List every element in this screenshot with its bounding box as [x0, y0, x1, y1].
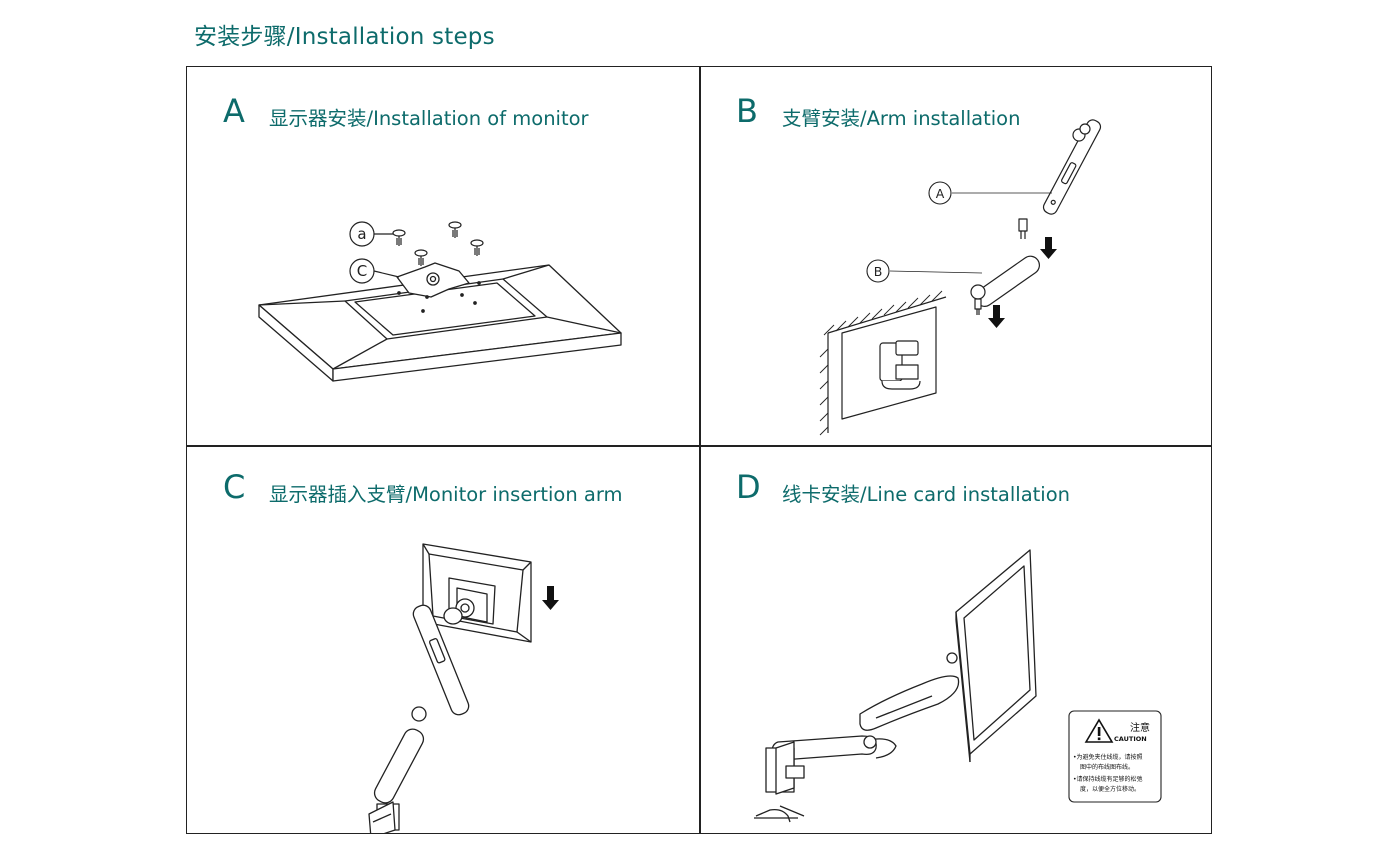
callout-label-a: a [357, 225, 366, 243]
caution-line-1: •为避免夹住线缆，请按照 [1073, 753, 1143, 761]
down-arrow-icon [1040, 237, 1057, 259]
step-title: 显示器安装/Installation of monitor [269, 107, 589, 130]
step-title: 支臂安装/Arm installation [782, 107, 1021, 130]
callout-label-arm-a: A [936, 186, 945, 201]
monitor-insertion-illustration [368, 543, 559, 833]
step-letter: B [736, 92, 758, 130]
callout-c [349, 258, 400, 284]
steps-grid: A 显示器安装/Installation of monitor [186, 66, 1212, 834]
step-panel-d: D 线卡安装/Line card installation [700, 446, 1211, 833]
arm-installation-illustration: A B [819, 119, 1102, 436]
caution-title-en: CAUTION [1114, 735, 1147, 743]
caution-line-2: 图中的布线图布线。 [1080, 763, 1134, 771]
step-title: 显示器插入支臂/Monitor insertion arm [269, 483, 623, 506]
step-panel-c: C 显示器插入支臂/Monitor insertion arm [187, 446, 699, 833]
step-panel-a: A 显示器安装/Installation of monitor [187, 67, 699, 445]
down-arrow-icon [542, 586, 559, 610]
caution-label: 注意 CAUTION •为避免夹住线缆，请按照 图中的布线图布线。 •请保持线缆… [1068, 710, 1162, 803]
step-letter: A [223, 92, 245, 130]
step-letter: D [736, 468, 761, 506]
callout-label-arm-b: B [874, 264, 883, 279]
grid-divider-vertical [699, 67, 701, 833]
callout-a [349, 221, 393, 247]
step-title: 线卡安装/Line card installation [782, 483, 1070, 506]
caution-title-cn: 注意 [1130, 721, 1150, 734]
callout-label-c: C [357, 262, 367, 280]
page-title: 安装步骤/Installation steps [194, 24, 495, 50]
down-arrow-icon [988, 305, 1005, 328]
step-letter: C [223, 468, 246, 506]
step-panel-b: B 支臂安装/Arm installation [700, 67, 1211, 445]
monitor-back-illustration: a C [258, 221, 622, 382]
grid-divider-horizontal [187, 445, 1211, 447]
warning-triangle-icon [1084, 718, 1114, 743]
caution-line-3: •请保持线缆有足够的松弛 [1073, 775, 1143, 783]
line-card-illustration: 注意 CAUTION •为避免夹住线缆，请按照 图中的布线图布线。 •请保持线缆… [754, 549, 1162, 823]
caution-line-4: 度，以便全方位移动。 [1080, 785, 1140, 793]
